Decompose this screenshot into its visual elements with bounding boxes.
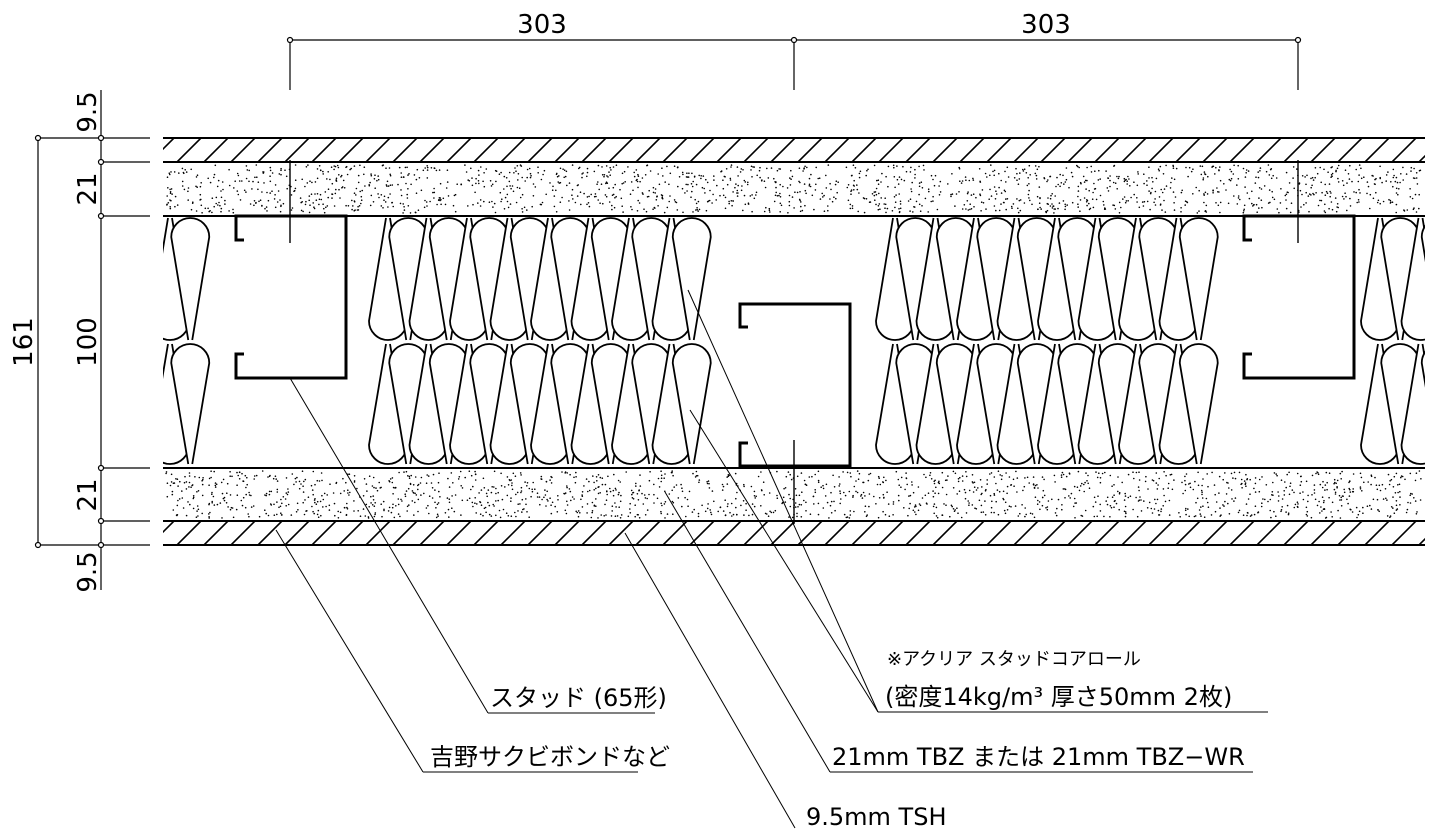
insulation-spec: (密度14kg/m³ 厚さ50mm 2枚) <box>885 683 1232 711</box>
dimension-stud-spacing-right: 303 <box>1021 10 1071 40</box>
dimension-stud-spacing-left: 303 <box>517 10 567 40</box>
top-core-board <box>163 164 1425 217</box>
dimension-bottom-core: 21 <box>73 478 103 511</box>
dimension-bottom-board: 9.5 <box>73 551 103 592</box>
bottom-surface-board <box>163 521 1425 546</box>
surface-board-label: 9.5mm TSH <box>806 803 947 831</box>
stud-centerlines <box>289 160 1299 524</box>
dimension-left <box>34 90 150 590</box>
stud-right <box>1242 214 1356 380</box>
stud-left <box>234 214 348 380</box>
dimension-cavity: 100 <box>73 317 103 367</box>
insulation-rolls <box>163 217 1425 465</box>
leader-lines <box>275 289 1268 829</box>
dimension-overall-thickness: 161 <box>9 317 39 367</box>
stud-label: スタッド (65形) <box>490 684 667 712</box>
adhesive-label: 吉野サクビボンドなど <box>430 743 670 771</box>
dimension-top <box>286 36 1302 90</box>
stud-center <box>738 302 852 468</box>
dimension-top-core: 21 <box>73 172 103 205</box>
core-board-label: 21mm TBZ または 21mm TBZ−WR <box>832 743 1245 771</box>
dimension-top-board: 9.5 <box>73 91 103 132</box>
top-surface-board <box>163 137 1425 163</box>
insulation-note: ※アクリア スタッドコアロール <box>887 649 1141 670</box>
